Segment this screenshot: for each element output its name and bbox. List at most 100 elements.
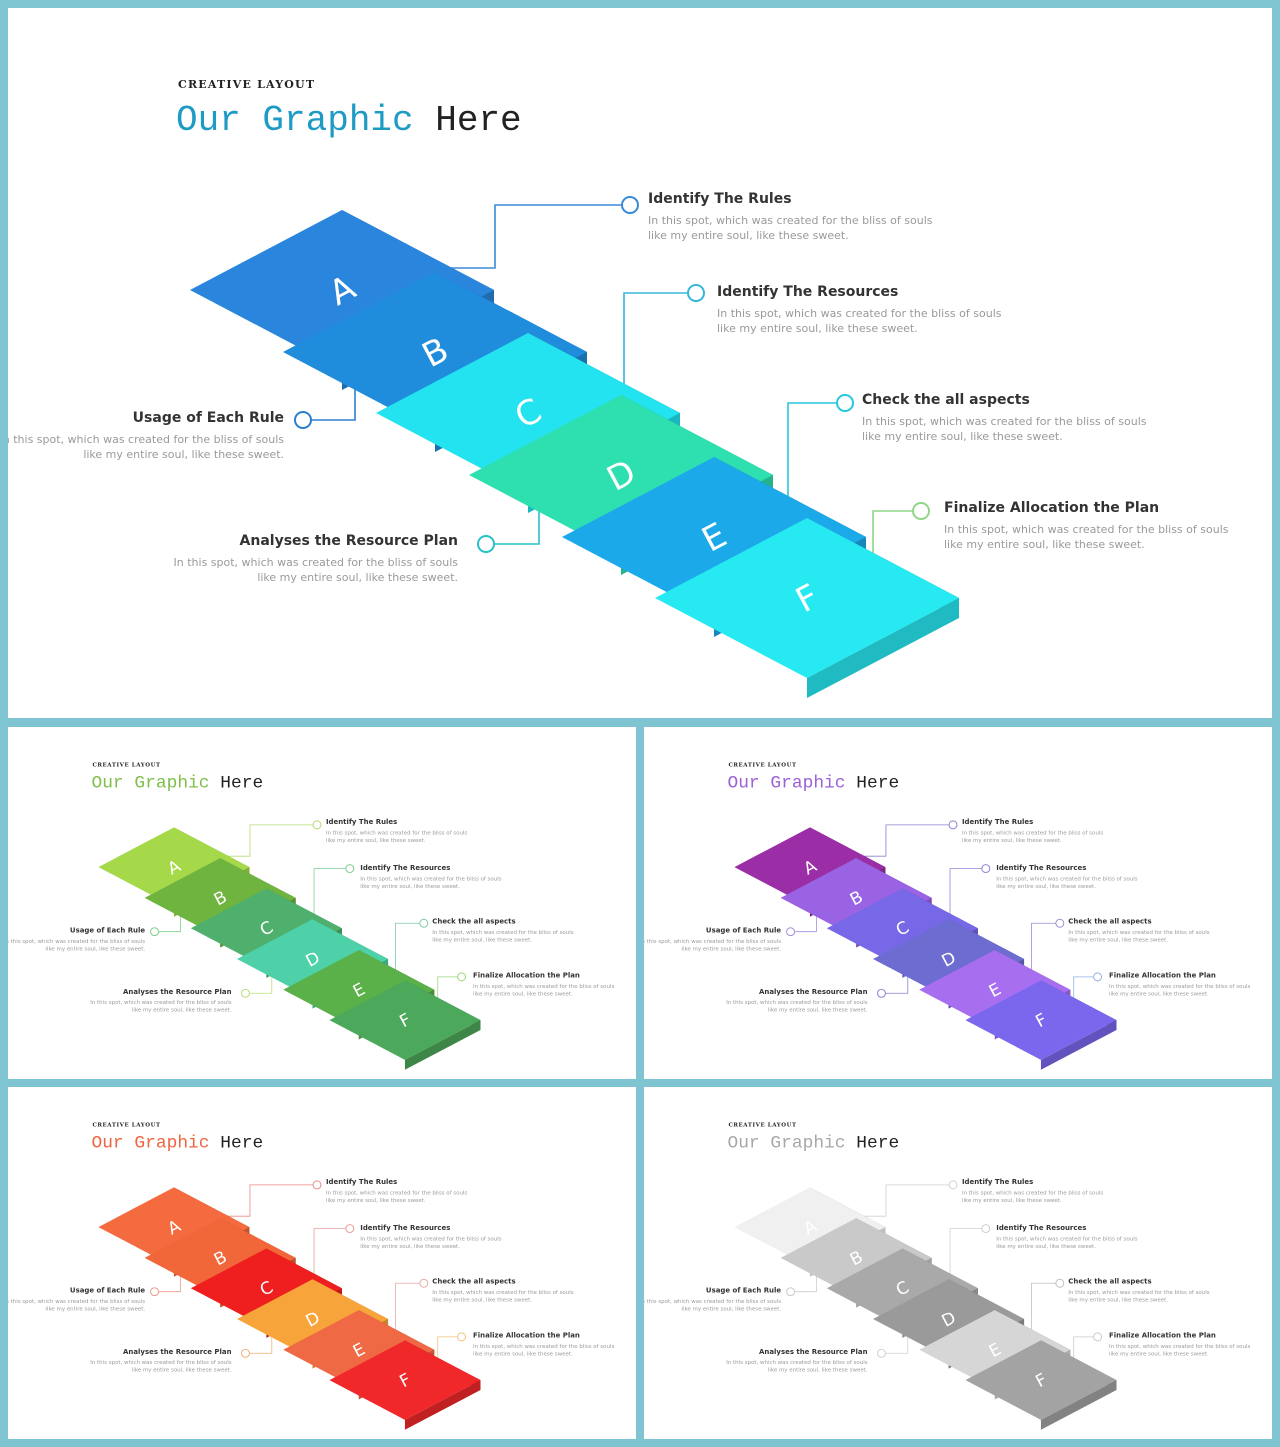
callout-finalize-allocation: Finalize Allocation the Plan In this spo…: [1109, 971, 1258, 997]
connector-dot-aspects: [1055, 918, 1065, 928]
connector-line-rules: [206, 824, 314, 857]
callout-description: In this spot, which was created for the …: [473, 1342, 615, 1357]
connector-dot-resources: [687, 284, 705, 302]
callout-title: Check the all aspects: [1068, 917, 1152, 926]
callout-title: Analyses the Resource Plan: [239, 533, 458, 549]
connector-dot-aspects: [419, 1278, 429, 1288]
callout-title: Finalize Allocation the Plan: [473, 971, 580, 980]
callout-description: In this spot, which was created for the …: [90, 999, 232, 1014]
callout-finalize-allocation: Finalize Allocation the Plan In this spo…: [473, 971, 622, 997]
connector-dot-finalize: [457, 1332, 467, 1342]
connector-line-analyses: [885, 1329, 909, 1354]
callout-description: In this spot, which was created for the …: [8, 938, 146, 953]
callout-identify-resources: Identify The Resources In this spot, whi…: [996, 864, 1145, 890]
step-block-f: F: [655, 518, 959, 698]
connector-dot-aspects: [419, 918, 429, 928]
callout-description: In this spot, which was created for the …: [325, 1189, 468, 1204]
callout-description: In this spot, which was created for the …: [961, 1189, 1104, 1204]
callout-title: Check the all aspects: [862, 392, 1030, 408]
callout-title: Finalize Allocation the Plan: [1109, 971, 1216, 980]
connector-dot-usage: [786, 927, 796, 937]
callout-identify-rules: Identify The Rules In this spot, which w…: [326, 818, 475, 844]
callout-title: Identify The Rules: [325, 1177, 398, 1186]
connector-dot-analyses: [876, 988, 886, 998]
block-top: [283, 1310, 435, 1390]
connector-dot-usage: [150, 927, 160, 937]
block-side-right: [404, 1380, 481, 1430]
callout-identify-resources: Identify The Resources In this spot, whi…: [360, 1224, 509, 1250]
connector-line-analyses: [885, 969, 909, 994]
callout-usage-each-rule: Usage of Each Rule In this spot, which w…: [8, 1287, 145, 1313]
callout-title: Usage of Each Rule: [69, 1286, 146, 1295]
block-top: [329, 1340, 481, 1420]
connector-line-analyses: [249, 969, 273, 994]
callout-title: Identify The Resources: [360, 864, 451, 873]
callout-title: Check the all aspects: [1068, 1277, 1152, 1286]
callout-usage-each-rule: Usage of Each Rule In this spot, which w…: [8, 927, 145, 953]
callout-description: In this spot, which was created for the …: [360, 1235, 502, 1250]
callout-check-aspects: Check the all aspects In this spot, whic…: [1068, 1278, 1217, 1304]
callout-description: In this spot, which was created for the …: [8, 433, 284, 461]
callout-title: Check the all aspects: [432, 1277, 516, 1286]
callout-title: Analyses the Resource Plan: [123, 987, 232, 996]
callout-title: Identify The Resources: [360, 1224, 451, 1233]
block-side-right: [404, 1020, 481, 1070]
callout-finalize-allocation: Finalize Allocation the Plan In this spo…: [1109, 1331, 1258, 1357]
title-rest: Here: [856, 1132, 900, 1154]
connector-line-rules: [842, 824, 950, 857]
callout-title: Identify The Rules: [325, 817, 398, 826]
title-accent: Our Graphic: [176, 100, 414, 141]
step-block-f: F: [965, 1340, 1117, 1430]
title-accent: Our Graphic: [727, 772, 846, 794]
callout-title: Identify The Resources: [996, 864, 1087, 873]
connector-dot-finalize: [1093, 972, 1103, 982]
connector-dot-rules: [621, 196, 639, 214]
connector-line-rules: [408, 204, 622, 269]
step-block-f: F: [965, 980, 1117, 1070]
connector-dot-usage: [786, 1287, 796, 1297]
connector-dot-usage: [294, 411, 312, 429]
callout-description: In this spot, which was created for the …: [8, 1298, 146, 1313]
callout-description: In this spot, which was created for the …: [644, 938, 782, 953]
page-title: Our Graphic Here: [91, 773, 263, 793]
block-top: [965, 1340, 1117, 1420]
callout-title: Finalize Allocation the Plan: [473, 1331, 580, 1340]
eyebrow-label: CREATIVE LAYOUT: [92, 1121, 161, 1129]
connector-dot-finalize: [912, 502, 930, 520]
callout-description: In this spot, which was created for the …: [862, 415, 1147, 443]
callout-title: Identify The Resources: [717, 284, 899, 300]
callout-description: In this spot, which was created for the …: [90, 1359, 232, 1374]
callout-title: Usage of Each Rule: [69, 926, 146, 935]
callout-description: In this spot, which was created for the …: [432, 1289, 574, 1304]
callout-identify-resources: Identify The Resources In this spot, whi…: [717, 284, 1017, 336]
callout-title: Identify The Rules: [961, 817, 1034, 826]
callout-description: In this spot, which was created for the …: [325, 829, 468, 844]
callout-title: Identify The Resources: [996, 1224, 1087, 1233]
connector-dot-rules: [312, 820, 322, 830]
connector-dot-resources: [981, 864, 991, 874]
callout-title: Finalize Allocation the Plan: [1109, 1331, 1216, 1340]
page-title: Our Graphic Here: [176, 100, 522, 141]
block-top: [965, 980, 1117, 1060]
block-top: [283, 950, 435, 1030]
callout-description: In this spot, which was created for the …: [1068, 929, 1210, 944]
callout-description: In this spot, which was created for the …: [996, 1235, 1138, 1250]
connector-dot-analyses: [477, 535, 495, 553]
callout-finalize-allocation: Finalize Allocation the Plan In this spo…: [473, 1331, 622, 1357]
callout-description: In this spot, which was created for the …: [473, 982, 615, 997]
callout-title: Identify The Rules: [648, 191, 792, 207]
title-accent: Our Graphic: [727, 1132, 846, 1154]
callout-usage-each-rule: Usage of Each Rule In this spot, which w…: [8, 410, 284, 462]
connector-dot-resources: [345, 864, 355, 874]
callout-title: Analyses the Resource Plan: [759, 987, 868, 996]
connector-dot-finalize: [457, 972, 467, 982]
